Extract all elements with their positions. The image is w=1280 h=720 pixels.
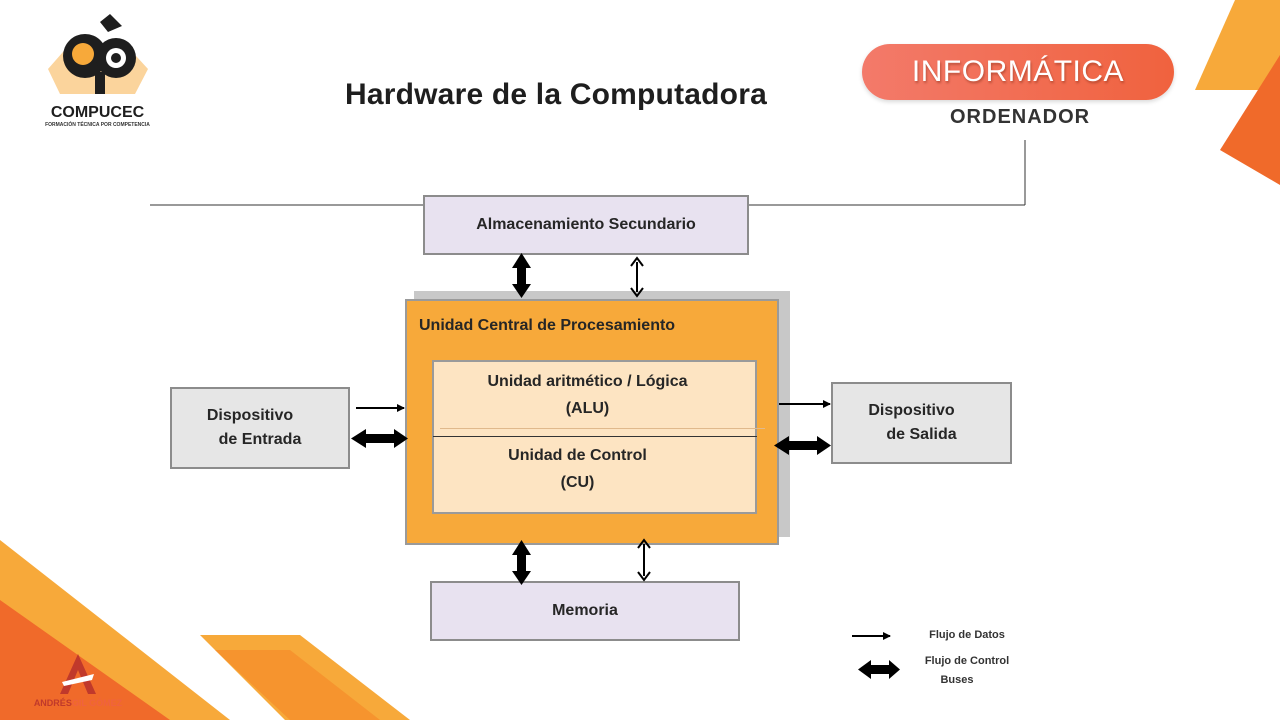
author-logo: ANDRÉSGIL GÓMEZ [18, 650, 138, 715]
cpu-title: Unidad Central de Procesamiento [419, 317, 676, 334]
legend-control-flow-label: Flujo de Control [924, 655, 1010, 667]
compucec-logo: COMPUCEC FORMACIÓN TÉCNICA POR COMPETENC… [40, 14, 155, 132]
legend-data-flow-label: Flujo de Datos [929, 629, 1005, 641]
page-title: Hardware de la Computadora [345, 78, 767, 111]
cu-label-line2: (CU) [560, 474, 595, 491]
control-bus-arrow-output [774, 436, 831, 455]
data-flow-arrow-memory [637, 538, 651, 582]
memory-label: Memoria [552, 602, 618, 619]
data-flow-arrow-storage [630, 256, 644, 298]
logo-tagline: FORMACIÓN TÉCNICA POR COMPETENCIA [45, 122, 150, 128]
alu-cu-box [432, 360, 757, 514]
secondary-storage-label: Almacenamiento Secundario [476, 216, 696, 233]
output-device-box: Dispositivo de Salida [831, 382, 1012, 464]
input-device-box: Dispositivo de Entrada [170, 387, 350, 469]
input-device-line1: Dispositivo [206, 407, 294, 424]
control-bus-arrow-input [351, 429, 408, 448]
owl-logo-icon [48, 14, 148, 94]
input-device-line2: de Entrada [218, 431, 302, 448]
subject-subtitle: ORDENADOR [950, 106, 1091, 128]
alu-label-line1: Unidad aritmético / Lógica [487, 373, 688, 390]
legend-control-flow-arrow [858, 660, 900, 679]
author-first: ANDRÉS [33, 698, 72, 708]
alu-cu-divider-shadow [440, 428, 765, 429]
control-bus-arrow-memory [512, 540, 531, 585]
output-device-line1: Dispositivo [868, 402, 955, 419]
author-a-icon [60, 654, 96, 694]
alu-label-line2: (ALU) [565, 400, 610, 417]
cu-label-line1: Unidad de Control [508, 447, 647, 464]
subject-badge: INFORMÁTICA [862, 44, 1174, 100]
decor-bottom-left [0, 540, 410, 720]
output-device-line2: de Salida [886, 426, 957, 443]
badge-label: INFORMÁTICA [911, 55, 1125, 88]
logo-name: COMPUCEC [50, 104, 145, 121]
legend-buses-label: Buses [940, 674, 974, 686]
alu-cu-divider [433, 436, 757, 437]
secondary-storage-box: Almacenamiento Secundario [423, 195, 749, 255]
decor-top-right [1195, 0, 1280, 185]
author-last: GIL GÓMEZ [71, 698, 123, 708]
memory-box: Memoria [430, 581, 740, 641]
control-bus-arrow-storage [512, 253, 531, 298]
